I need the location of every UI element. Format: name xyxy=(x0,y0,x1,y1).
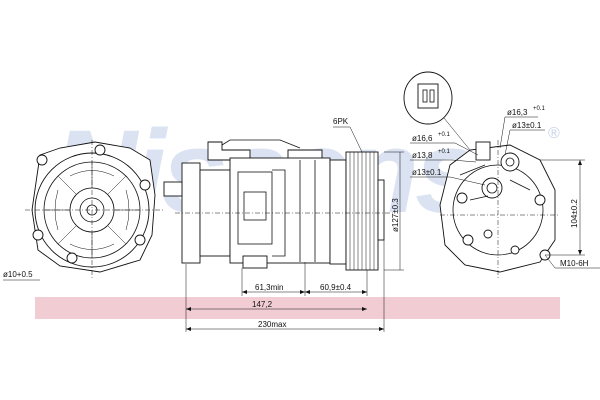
front-view-left xyxy=(25,140,165,280)
label-dim-60: 60,9±0.4 xyxy=(320,283,352,292)
watermark-band xyxy=(35,297,560,319)
label-left-bolt: ø10+0.5 xyxy=(3,270,33,279)
label-d16-3: ø16,3 xyxy=(507,108,528,117)
label-d13-2: ø13±0.1 xyxy=(412,168,442,177)
rear-view-right xyxy=(403,71,560,280)
label-thread: M10-6H xyxy=(560,259,589,268)
label-d16-6: ø16,6 xyxy=(412,134,433,143)
label-dim-230: 230max xyxy=(258,320,286,329)
label-d13-1: ø13±0.1 xyxy=(512,121,542,130)
leaders-right xyxy=(410,116,600,269)
label-pulley-diameter: ø127±0.3 xyxy=(391,198,400,232)
label-belt: 6PK xyxy=(333,117,349,126)
label-dim-61: 61,3min xyxy=(255,283,283,292)
registered-mark: ® xyxy=(548,125,560,142)
label-dim-147: 147,2 xyxy=(252,300,273,309)
label-d16-6-tol: +0.1 xyxy=(438,132,451,138)
label-height-104: 104±0.2 xyxy=(570,199,579,228)
label-d13-8-tol: +0.1 xyxy=(438,149,451,155)
label-d16-3-tol: +0.1 xyxy=(533,106,546,112)
side-view xyxy=(163,139,395,271)
dimensions-horizontal xyxy=(185,240,385,332)
label-d13-8: ø13,8 xyxy=(412,151,433,160)
